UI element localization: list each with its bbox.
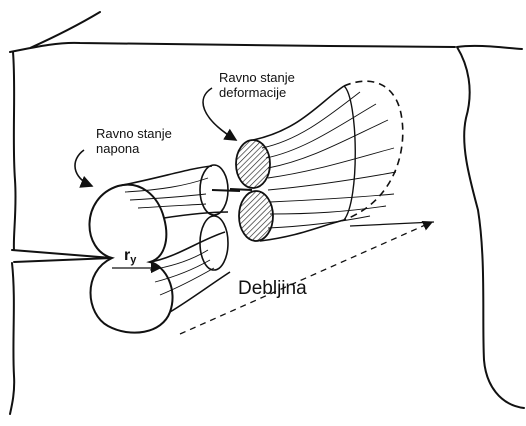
plane-stress-label: Ravno stanje napona [96, 127, 172, 157]
plane-strain-label-line1: Ravno stanje [219, 71, 295, 86]
radius-subscript: y [130, 254, 136, 266]
plastic-zone-radius-label: ry [124, 247, 136, 267]
thickness-dimension [180, 222, 434, 334]
far-surface-zone [253, 81, 403, 241]
plane-strain-label-line2: deformacije [219, 86, 295, 101]
thickness-label: Debljina [238, 278, 307, 300]
plane-stress-label-line2: napona [96, 142, 172, 157]
plane-strain-label: Ravno stanje deformacije [219, 71, 295, 101]
crack-front-line [212, 189, 252, 191]
plane-stress-label-line1: Ravno stanje [96, 127, 172, 142]
